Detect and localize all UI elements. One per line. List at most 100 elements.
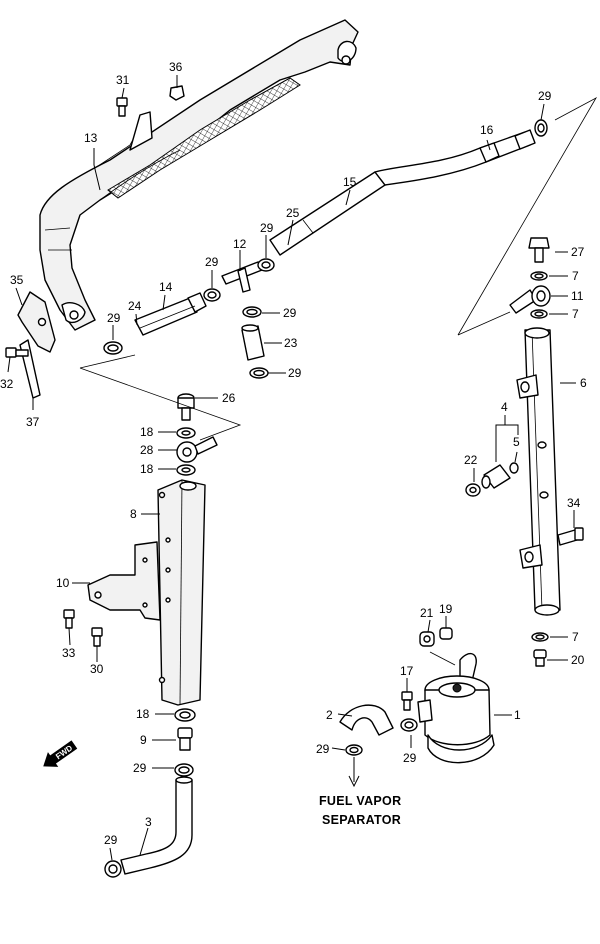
bolt-part — [557, 527, 584, 546]
gasket-part — [176, 427, 196, 439]
fuel-hose-part — [120, 776, 193, 875]
bolt-part — [63, 609, 75, 629]
part-label-25: 25 — [286, 206, 300, 220]
part-label-7b: 7 — [572, 307, 579, 321]
part-label-32: 32 — [0, 377, 14, 391]
part-label-34: 34 — [567, 496, 581, 510]
part-label-16: 16 — [480, 123, 494, 137]
leader-lines — [7, 75, 598, 861]
part-label-1: 1 — [514, 708, 521, 722]
bolt-part — [401, 691, 413, 711]
part-label-20: 20 — [571, 653, 585, 667]
bracket-part — [87, 541, 161, 621]
fuel-hose-part — [269, 129, 536, 256]
union-part — [509, 285, 551, 314]
hose-clip-part — [103, 341, 123, 355]
cushion-part — [419, 631, 435, 647]
bolt-part — [116, 97, 128, 117]
part-label-31: 31 — [116, 73, 130, 87]
part-label-18c: 18 — [136, 707, 150, 721]
grommet-part — [169, 85, 185, 101]
part-label-29i: 29 — [403, 751, 417, 765]
fuel-rail-part — [516, 327, 561, 616]
part-label-6: 6 — [580, 376, 587, 390]
part-label-27: 27 — [571, 245, 585, 259]
part-label-29j: 29 — [316, 742, 330, 756]
hose-part — [241, 324, 265, 361]
part-label-18a: 18 — [140, 425, 154, 439]
part-label-22: 22 — [464, 453, 478, 467]
part-label-28: 28 — [140, 443, 154, 457]
part-number-labels: 13 31 36 35 32 37 29 24 14 29 12 29 25 1… — [0, 60, 587, 847]
part-label-29c: 29 — [260, 221, 274, 235]
part-label-24: 24 — [128, 299, 142, 313]
gasket-part — [174, 708, 196, 722]
hose-clip-part — [174, 763, 194, 777]
bracket-part — [17, 291, 56, 353]
cushion-part — [465, 483, 481, 497]
hose-clip-part — [203, 288, 221, 302]
part-label-18b: 18 — [140, 462, 154, 476]
part-label-7a: 7 — [572, 269, 579, 283]
part-label-7c: 7 — [572, 630, 579, 644]
gasket-part — [530, 271, 548, 281]
pressure-regulator-part — [417, 675, 495, 764]
part-label-5: 5 — [513, 435, 520, 449]
part-label-29a: 29 — [107, 311, 121, 325]
vapor-separator-caption: FUEL VAPOR SEPARATOR — [319, 794, 401, 827]
union-part — [176, 436, 218, 463]
cushion-part — [439, 627, 453, 640]
caption-line-1: FUEL VAPOR — [319, 794, 401, 808]
hose-clip-part — [257, 258, 275, 272]
hose-clip-part — [104, 860, 122, 878]
silencer-cover-part — [39, 19, 359, 331]
part-label-29h: 29 — [104, 833, 118, 847]
band-part — [19, 339, 41, 399]
bolt-part — [528, 237, 550, 263]
part-label-29d: 29 — [538, 89, 552, 103]
part-label-9: 9 — [140, 733, 147, 747]
hose-clip-part — [400, 718, 418, 732]
part-label-33: 33 — [62, 646, 76, 660]
part-label-10: 10 — [56, 576, 70, 590]
union-part — [177, 727, 193, 751]
delivery-pipe-part — [157, 479, 206, 706]
injector-part — [481, 462, 519, 489]
part-label-37: 37 — [26, 415, 40, 429]
part-label-14: 14 — [159, 280, 173, 294]
vapor-hose-part — [339, 704, 394, 736]
gasket-part — [530, 309, 548, 319]
part-label-3: 3 — [145, 815, 152, 829]
bolt-part — [91, 627, 103, 647]
bolt-part — [177, 393, 195, 421]
part-label-26: 26 — [222, 391, 236, 405]
part-label-2: 2 — [326, 708, 333, 722]
hose-clip-part — [242, 306, 262, 318]
part-label-29g: 29 — [133, 761, 147, 775]
part-label-36: 36 — [169, 60, 183, 74]
part-label-17: 17 — [400, 664, 414, 678]
part-label-23: 23 — [284, 336, 298, 350]
hose-clip-part — [249, 367, 269, 379]
fwd-arrow-icon: FWD — [43, 740, 78, 767]
hose-clip-part — [534, 119, 548, 137]
gasket-part — [176, 464, 196, 476]
part-label-15: 15 — [343, 175, 357, 189]
part-label-4: 4 — [501, 400, 508, 414]
part-label-8: 8 — [130, 507, 137, 521]
caption-line-2: SEPARATOR — [322, 813, 401, 827]
part-label-30: 30 — [90, 662, 104, 676]
t-joint-part — [221, 261, 263, 293]
fuel-hose-part — [134, 292, 207, 336]
part-label-21: 21 — [420, 606, 434, 620]
part-label-12: 12 — [233, 237, 247, 251]
part-label-13: 13 — [84, 131, 98, 145]
part-label-29f: 29 — [288, 366, 302, 380]
gasket-part — [531, 632, 549, 642]
bolt-part — [5, 347, 29, 358]
down-arrow-icon — [348, 757, 360, 788]
part-label-29e: 29 — [283, 306, 297, 320]
hose-clip-part — [345, 744, 363, 756]
plug-part — [533, 649, 547, 667]
